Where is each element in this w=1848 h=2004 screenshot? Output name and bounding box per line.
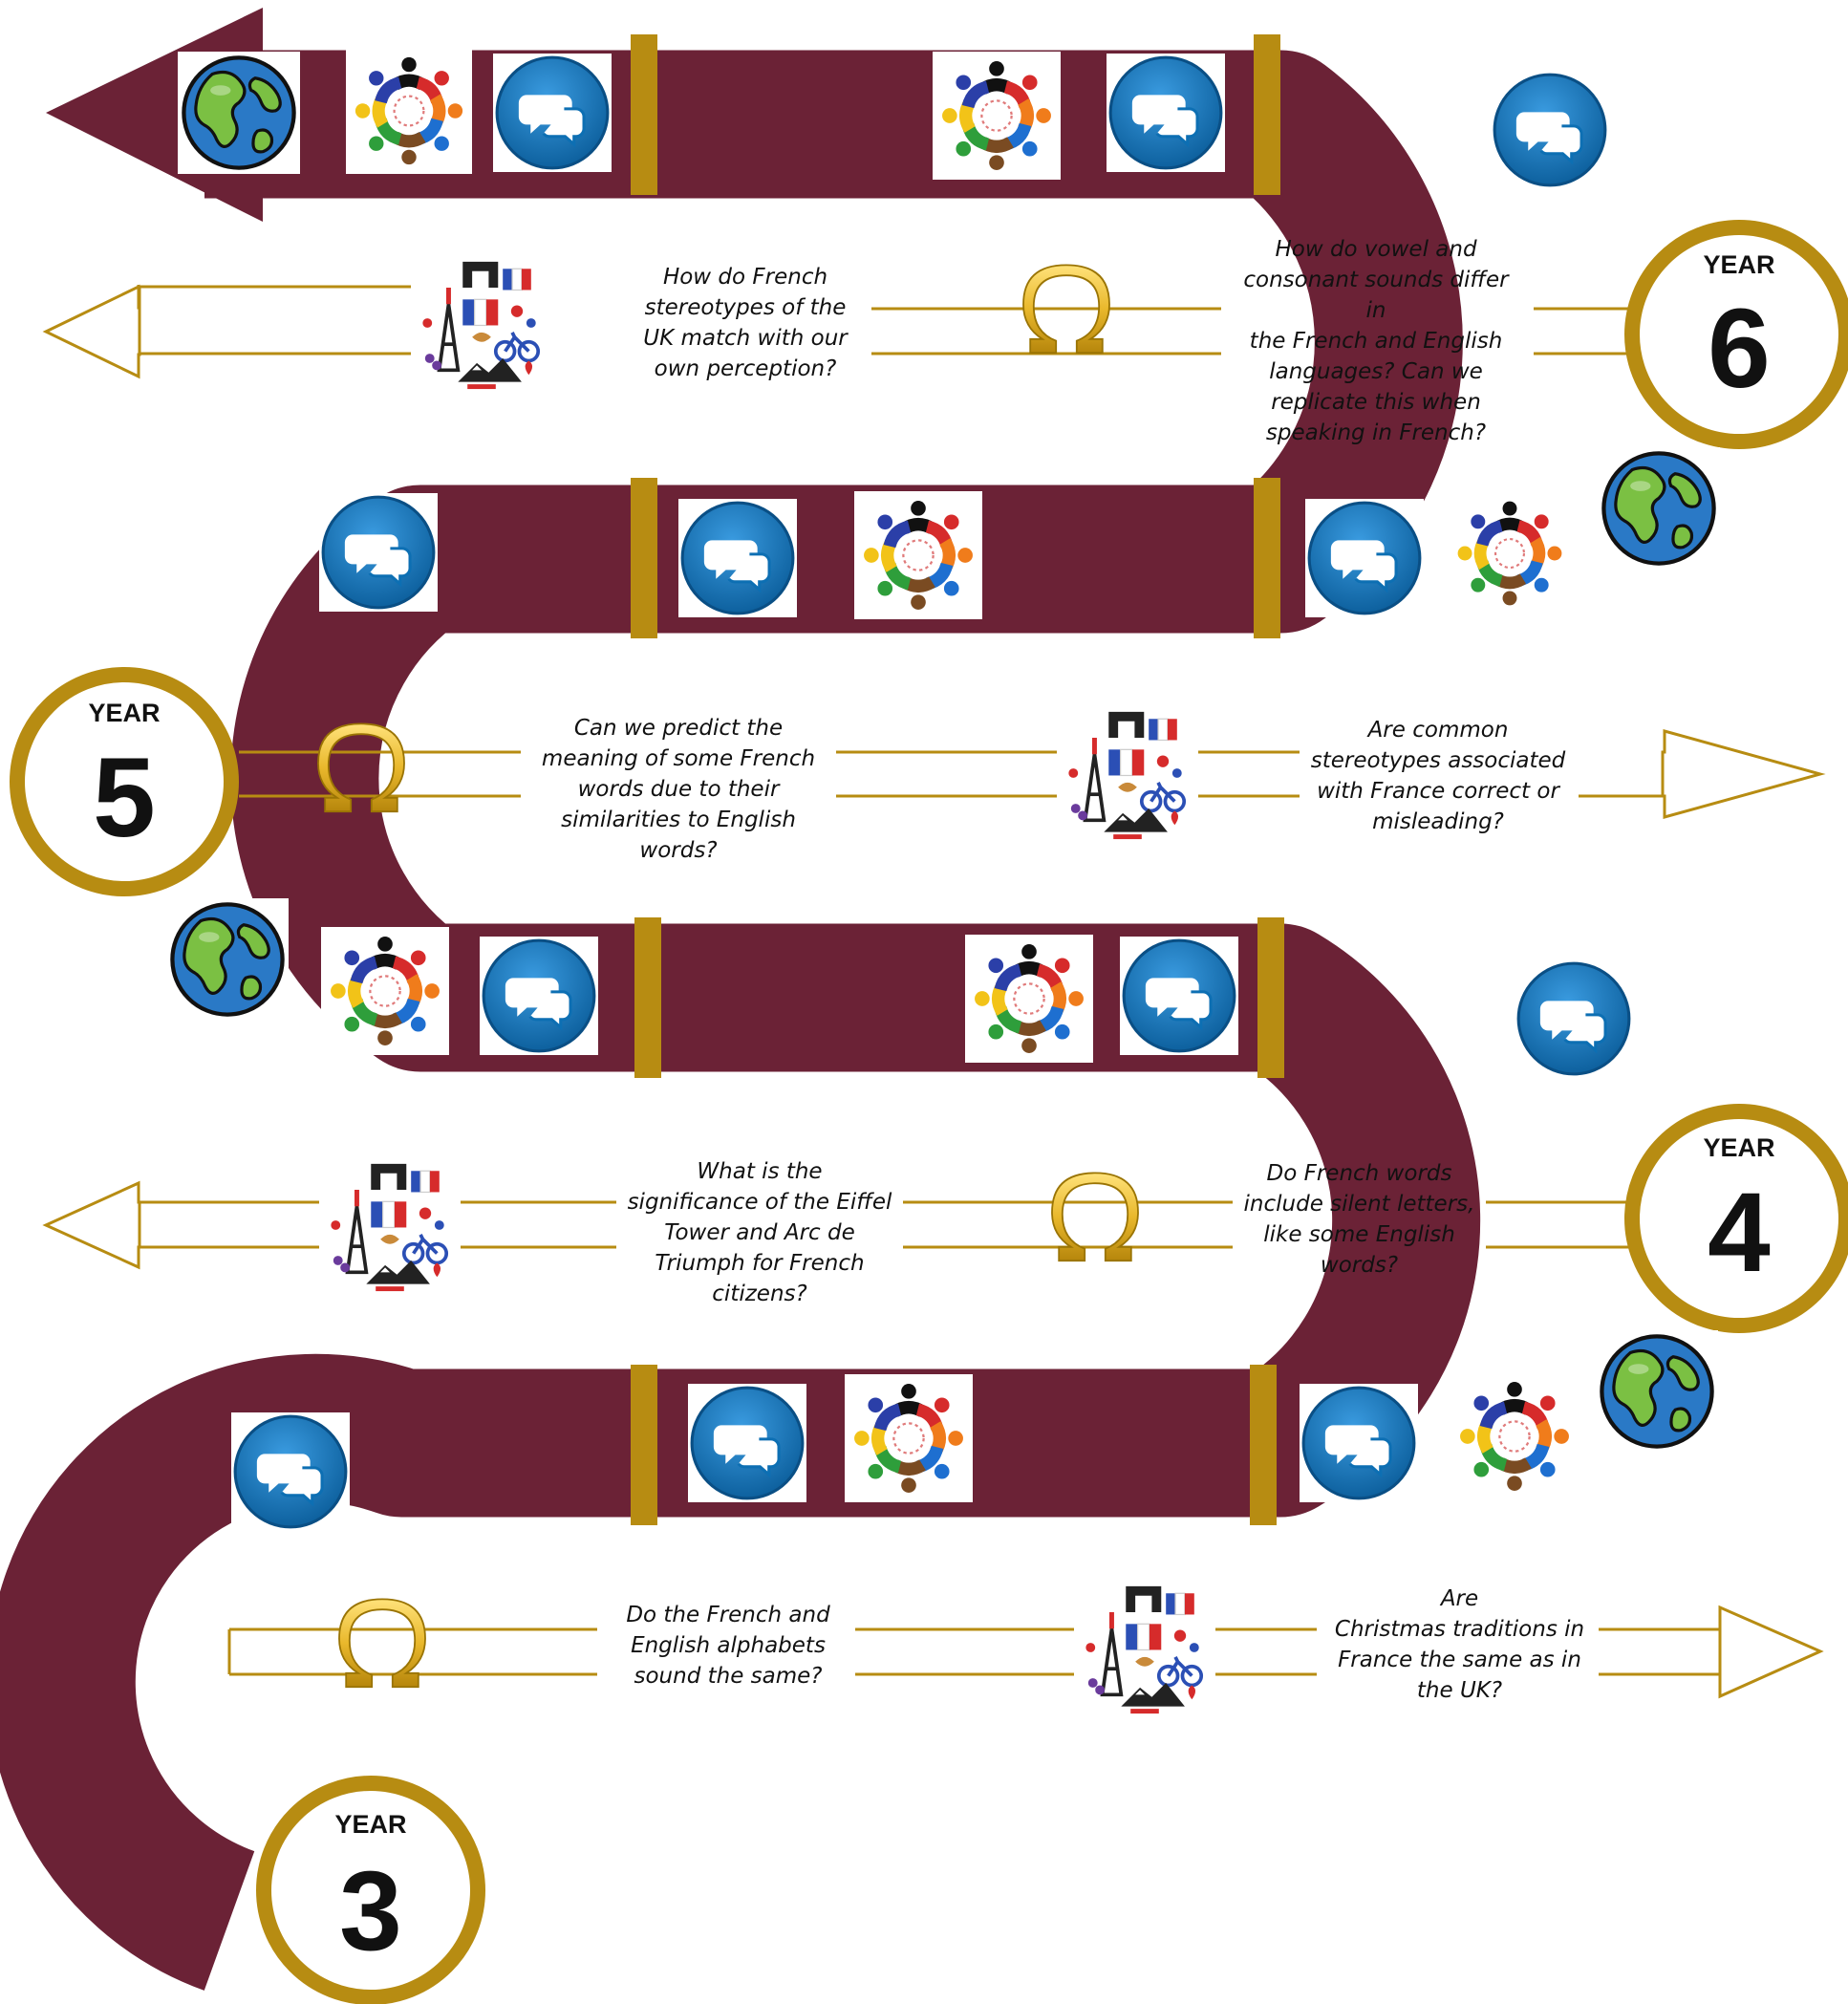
speech-bubble-icon bbox=[319, 493, 438, 612]
globe-icon bbox=[178, 52, 300, 174]
road-separators bbox=[631, 34, 1284, 1525]
france-collage-icon bbox=[411, 252, 552, 394]
question-year4-eiffel-tower: What is the significance of the Eiffel T… bbox=[627, 1159, 892, 1306]
left-arrow-year4 bbox=[42, 1180, 141, 1270]
diversity-people-icon bbox=[346, 48, 472, 174]
year-3-circle: YEAR 3 bbox=[256, 1776, 485, 2004]
france-collage-icon bbox=[1074, 1577, 1215, 1718]
speech-bubble-icon bbox=[1305, 499, 1424, 617]
year-circles: YEAR 6 YEAR 5 YEAR 4 YEAR 3 bbox=[10, 220, 1848, 2004]
year-4-number: 4 bbox=[1708, 1170, 1771, 1296]
year-6-label: YEAR bbox=[1703, 250, 1774, 279]
year-6-number: 6 bbox=[1708, 286, 1771, 412]
diversity-people-icon bbox=[965, 935, 1093, 1063]
globe-icon bbox=[1596, 1330, 1718, 1453]
speech-bubble-icon bbox=[493, 54, 612, 172]
speech-bubble-icon bbox=[688, 1384, 806, 1502]
speech-bubble-icon bbox=[1300, 1384, 1418, 1502]
question-year3-christmas: Are Christmas traditions in France the s… bbox=[1334, 1586, 1585, 1703]
year-6-circle: YEAR 6 bbox=[1624, 220, 1848, 449]
question-year6-vowel-sounds: How do vowel and consonant sounds differ… bbox=[1243, 237, 1509, 445]
speech-bubble-icon bbox=[1107, 54, 1225, 172]
question-year5-predict-meaning: Can we predict the meaning of some Frenc… bbox=[541, 716, 816, 863]
speech-bubble-icon bbox=[678, 499, 797, 617]
question-year5-stereotypes-france: Are common stereotypes associated with F… bbox=[1310, 718, 1566, 834]
year-5-circle: YEAR 5 bbox=[10, 667, 239, 896]
diversity-people-icon bbox=[854, 491, 982, 619]
question-year6-stereotypes-uk: How do French stereotypes of the UK matc… bbox=[643, 265, 848, 381]
france-collage-icon bbox=[319, 1154, 461, 1296]
speech-bubble-icon bbox=[1120, 937, 1238, 1055]
direction-arrows bbox=[42, 284, 1826, 1699]
diversity-people-icon bbox=[845, 1374, 973, 1502]
globe-icon bbox=[166, 898, 289, 1021]
year-3-label: YEAR bbox=[334, 1810, 406, 1839]
speech-bubble-icon bbox=[1491, 71, 1609, 189]
diversity-people-icon bbox=[933, 52, 1061, 180]
year-3-number: 3 bbox=[339, 1848, 402, 1974]
year-5-number: 5 bbox=[93, 735, 156, 861]
speech-bubble-icon bbox=[1515, 959, 1633, 1078]
year-4-label: YEAR bbox=[1703, 1133, 1774, 1162]
globe-icon bbox=[1598, 447, 1720, 570]
year-5-label: YEAR bbox=[88, 699, 160, 727]
diversity-people-icon bbox=[321, 927, 449, 1055]
france-collage-icon bbox=[1057, 702, 1198, 844]
speech-bubble-icon bbox=[480, 937, 598, 1055]
diversity-people-icon bbox=[1449, 492, 1571, 614]
year-4-circle: YEAR 4 bbox=[1624, 1104, 1848, 1333]
right-arrow-year3 bbox=[1718, 1605, 1824, 1699]
right-arrow-year5 bbox=[1661, 729, 1826, 819]
diversity-people-icon bbox=[1450, 1372, 1579, 1500]
question-year4-silent-letters: Do French words include silent letters, … bbox=[1243, 1161, 1475, 1278]
question-year3-alphabets: Do the French and English alphabets soun… bbox=[626, 1603, 830, 1689]
speech-bubble-icon bbox=[231, 1412, 350, 1531]
